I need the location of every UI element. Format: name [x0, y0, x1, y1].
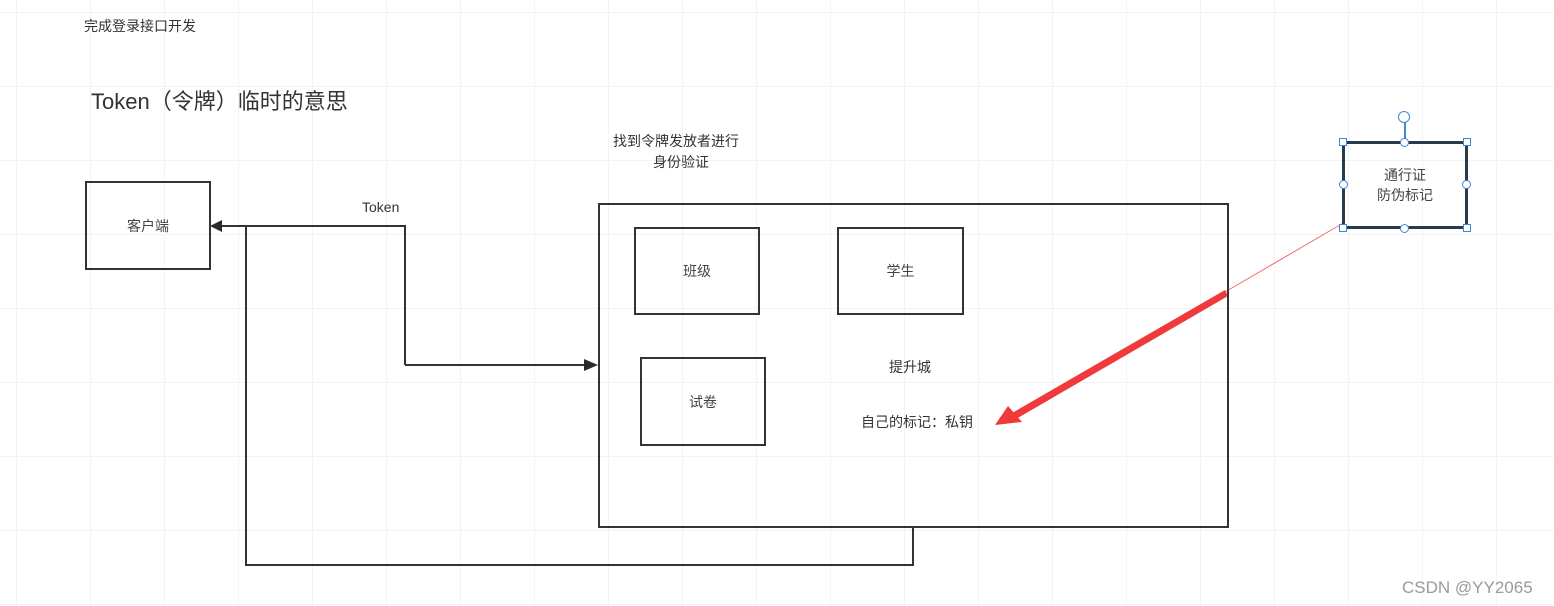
task-note: 完成登录接口开发 [84, 18, 196, 34]
resize-handle-sw[interactable] [1339, 224, 1347, 232]
server-label: 提升城 [889, 359, 931, 375]
server-caption-line1: 找到令牌发放者进行 [613, 133, 739, 149]
red-arrow-head-icon [995, 406, 1022, 425]
client-box[interactable]: 客户端 [85, 181, 211, 270]
resize-handle-se[interactable] [1463, 224, 1471, 232]
return-connector[interactable] [245, 226, 914, 566]
exam-box[interactable]: 试卷 [640, 357, 766, 446]
student-box[interactable]: 学生 [837, 227, 964, 315]
connect-handle-bottom[interactable] [1400, 224, 1409, 233]
arrow-head-to-client-icon [210, 220, 222, 232]
client-box-label: 客户端 [127, 217, 169, 234]
token-connector[interactable] [222, 225, 406, 365]
pass-box-selected[interactable]: 通行证 防伪标记 [1342, 141, 1468, 229]
connect-handle-left[interactable] [1339, 180, 1348, 189]
watermark: CSDN @YY2065 [1402, 578, 1533, 597]
red-arrow-shaft [1012, 290, 1228, 419]
pass-box-line1: 通行证 [1384, 167, 1426, 183]
class-box-label: 班级 [683, 263, 711, 279]
resize-handle-ne[interactable] [1463, 138, 1471, 146]
connect-handle-right[interactable] [1462, 180, 1471, 189]
student-box-label: 学生 [886, 263, 915, 279]
arrow-head-to-server-icon [584, 359, 598, 371]
exam-box-label: 试卷 [689, 393, 717, 410]
class-box[interactable]: 班级 [634, 227, 760, 315]
server-container[interactable] [598, 203, 1229, 528]
rotate-stem [1404, 122, 1406, 142]
rotate-handle-icon[interactable] [1398, 111, 1410, 123]
connect-handle-top[interactable] [1400, 138, 1409, 147]
private-key-label: 自己的标记：私钥 [861, 414, 973, 430]
server-caption-line2: 身份验证 [653, 154, 709, 170]
token-label: Token [362, 199, 400, 215]
resize-handle-nw[interactable] [1339, 138, 1347, 146]
pass-box-line2: 防伪标记 [1377, 187, 1433, 203]
red-arrow-tail [1224, 221, 1346, 293]
page-title: Token（令牌）临时的意思 [91, 89, 348, 114]
